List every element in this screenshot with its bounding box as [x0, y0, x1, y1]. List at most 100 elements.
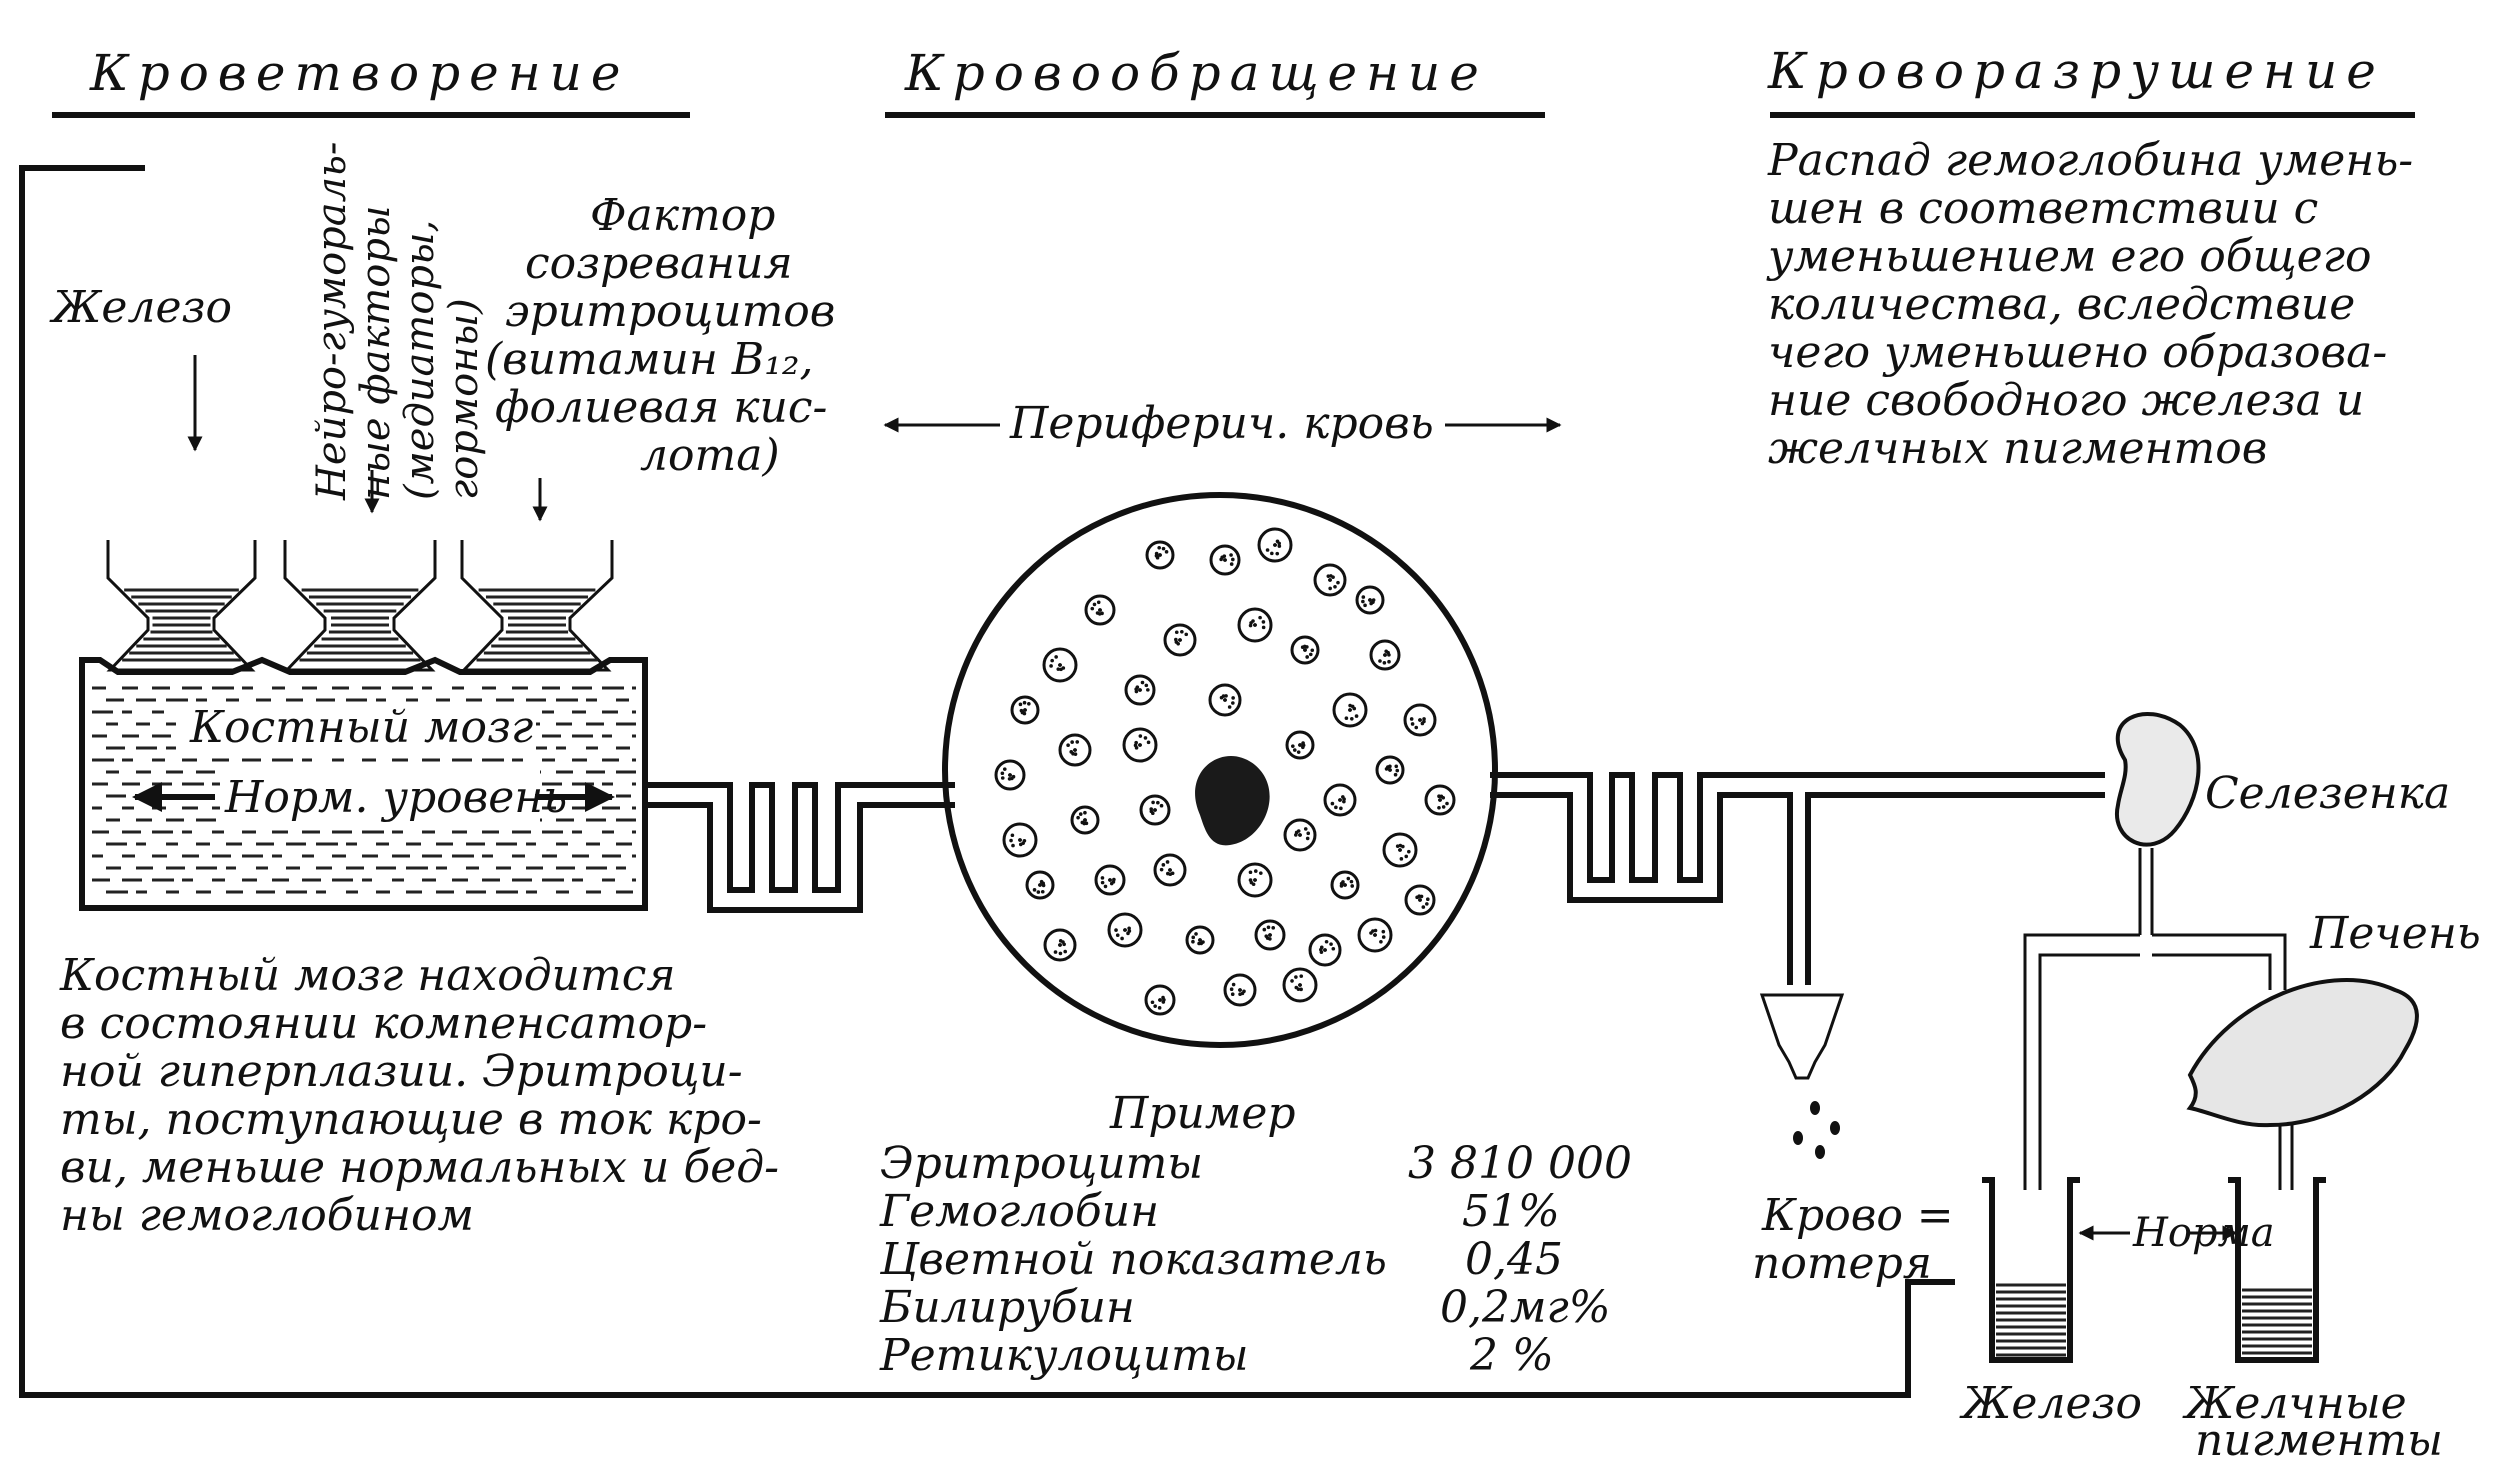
erythrocyte: [1308, 933, 1342, 967]
erythrocyte: [1124, 674, 1156, 706]
erythrocyte: [1313, 563, 1347, 597]
example-row-value: 3 810 000: [1408, 1138, 1632, 1189]
blood-cells: [994, 527, 1456, 1016]
pipe-right-upper: [1490, 772, 2105, 883]
svg-text:созревания: созревания: [525, 238, 793, 289]
branch-outer: [2023, 933, 2287, 1190]
erythrocyte: [1330, 870, 1360, 900]
example-table: Эритроциты 3 810 000 Гемоглобин 51% Цвет…: [879, 1138, 1632, 1381]
erythrocyte: [1355, 585, 1385, 615]
neuro-factors-text: Нейро-гумораль- ные факторы (медиаторы, …: [309, 142, 487, 501]
erythrocyte: [1208, 683, 1242, 717]
erythrocyte: [1042, 647, 1078, 683]
erythrocyte: [1122, 727, 1158, 763]
erythrocyte: [1025, 870, 1055, 900]
erythrocyte: [1070, 805, 1100, 835]
funnel-liquid: [122, 588, 598, 662]
pipe-left-upper: [645, 782, 955, 893]
erythrocyte: [1369, 639, 1401, 671]
erythrocyte: [1153, 853, 1187, 887]
svg-text:эритроцитов: эритроцитов: [505, 286, 835, 337]
erythrocyte: [1424, 784, 1456, 816]
svg-text:Нейро-гумораль-: Нейро-гумораль-: [309, 142, 355, 501]
svg-text:гормоны): гормоны): [441, 298, 487, 500]
branch-inner: [2038, 953, 2272, 1190]
erythrocyte: [1403, 703, 1437, 737]
svg-text:ви, меньше нормальных и бед-: ви, меньше нормальных и бед-: [60, 1142, 779, 1193]
blood-loss-label-line2: потеря: [1752, 1238, 1932, 1289]
bone-marrow-label: Костный мозг: [189, 702, 533, 753]
example-row-value: 2 %: [1469, 1330, 1554, 1381]
bile-pigments-label-line2: пигменты: [2195, 1415, 2443, 1462]
erythrocyte: [1043, 928, 1077, 962]
example-row-value: 0,2мг%: [1440, 1282, 1611, 1333]
erythrocyte: [1237, 607, 1273, 643]
erythrocyte: [994, 759, 1026, 791]
svg-text:ны гемоглобином: ны гемоглобином: [60, 1190, 474, 1241]
erythrocyte: [1139, 794, 1171, 826]
erythrocyte: [1382, 832, 1418, 868]
svg-text:Костный мозг находится: Костный мозг находится: [59, 950, 675, 1001]
svg-text:чего уменьшено образова-: чего уменьшено образова-: [1768, 327, 2387, 378]
example-title: Пример: [1109, 1088, 1296, 1139]
example-row-value: 0,45: [1465, 1234, 1563, 1285]
erythrocyte: [1163, 623, 1197, 657]
peripheral-blood-circle: [942, 492, 1498, 1048]
test-tube-bile: [2228, 1177, 2326, 1363]
erythrocyte: [1282, 967, 1318, 1003]
pipe-right-lower: [1490, 792, 2105, 985]
erythrocyte: [1223, 973, 1257, 1007]
erythrocyte: [1058, 733, 1092, 767]
erythrocyte: [1285, 730, 1315, 760]
liver-label: Печень: [2309, 908, 2481, 959]
example-row-name: Ретикулоциты: [879, 1330, 1249, 1381]
pipe-left-lower: [645, 802, 955, 913]
svg-text:фолиевая кис-: фолиевая кис-: [495, 382, 827, 433]
erythrocyte: [1002, 822, 1038, 858]
example-row-name: Билирубин: [879, 1282, 1135, 1333]
svg-text:ты, поступающие в ток кро-: ты, поступающие в ток кро-: [60, 1094, 762, 1145]
spleen-stem: [2138, 848, 2154, 935]
erythrocyte: [1107, 912, 1143, 948]
erythrocyte: [1084, 594, 1116, 626]
bone-marrow-tank: Костный мозг Норм. уровень: [79, 656, 648, 911]
spleen: [2114, 712, 2201, 847]
erythrocyte: [1185, 925, 1215, 955]
maturation-factor-text: Фактор созревания эритроцитов (витамин B…: [485, 190, 835, 481]
svg-text:ные факторы: ные факторы: [353, 205, 399, 500]
heading-hemolysis: Кроворазрушение: [1767, 42, 2385, 100]
svg-text:шен в соответствии с: шен в соответствии с: [1768, 183, 2318, 234]
peripheral-blood-label: Периферич. кровь: [1009, 398, 1434, 449]
erythrocyte: [1257, 527, 1293, 563]
example-row-name: Гемоглобин: [879, 1186, 1159, 1237]
erythrocyte: [1094, 864, 1126, 896]
svg-text:лота): лота): [640, 430, 780, 481]
blood-loss-funnel: [1759, 993, 1845, 1159]
hemolysis-description: Распад гемоглобина умень- шен в соответс…: [1766, 135, 2413, 474]
heading-hematopoiesis: Кроветворение: [89, 44, 629, 102]
erythrocyte: [1209, 544, 1241, 576]
erythrocyte: [1404, 884, 1436, 916]
svg-text:ной гиперплазии. Эритроци-: ной гиперплазии. Эритроци-: [60, 1046, 743, 1097]
iron-input-label: Железо: [49, 282, 232, 333]
svg-text:(медиаторы,: (медиаторы,: [397, 220, 443, 500]
svg-text:в состоянии компенсатор-: в состоянии компенсатор-: [60, 998, 707, 1049]
svg-text:(витамин B₁₂,: (витамин B₁₂,: [485, 334, 813, 385]
erythrocyte: [1144, 984, 1176, 1016]
svg-text:ние свободного железа и: ние свободного железа и: [1768, 375, 2364, 426]
iron-output-label: Железо: [1959, 1378, 2142, 1429]
svg-text:Фактор: Фактор: [590, 190, 775, 241]
leukocyte-cell: [1195, 755, 1270, 846]
norm-level-label: Норм. уровень: [224, 772, 567, 823]
heading-circulation: Кровообращение: [904, 44, 1488, 102]
erythrocyte: [1375, 755, 1405, 785]
svg-text:уменьшением его общего: уменьшением его общего: [1766, 231, 2371, 282]
example-row-value: 51%: [1462, 1186, 1560, 1237]
example-row-name: Эритроциты: [880, 1138, 1203, 1189]
blood-loss-label-line1: Крово =: [1761, 1190, 1954, 1241]
test-tube-iron: [1982, 1177, 2080, 1363]
svg-text:желчных пигментов: желчных пигментов: [1768, 423, 2267, 474]
bile-pigments-label-line1: Желчные: [2182, 1378, 2407, 1429]
